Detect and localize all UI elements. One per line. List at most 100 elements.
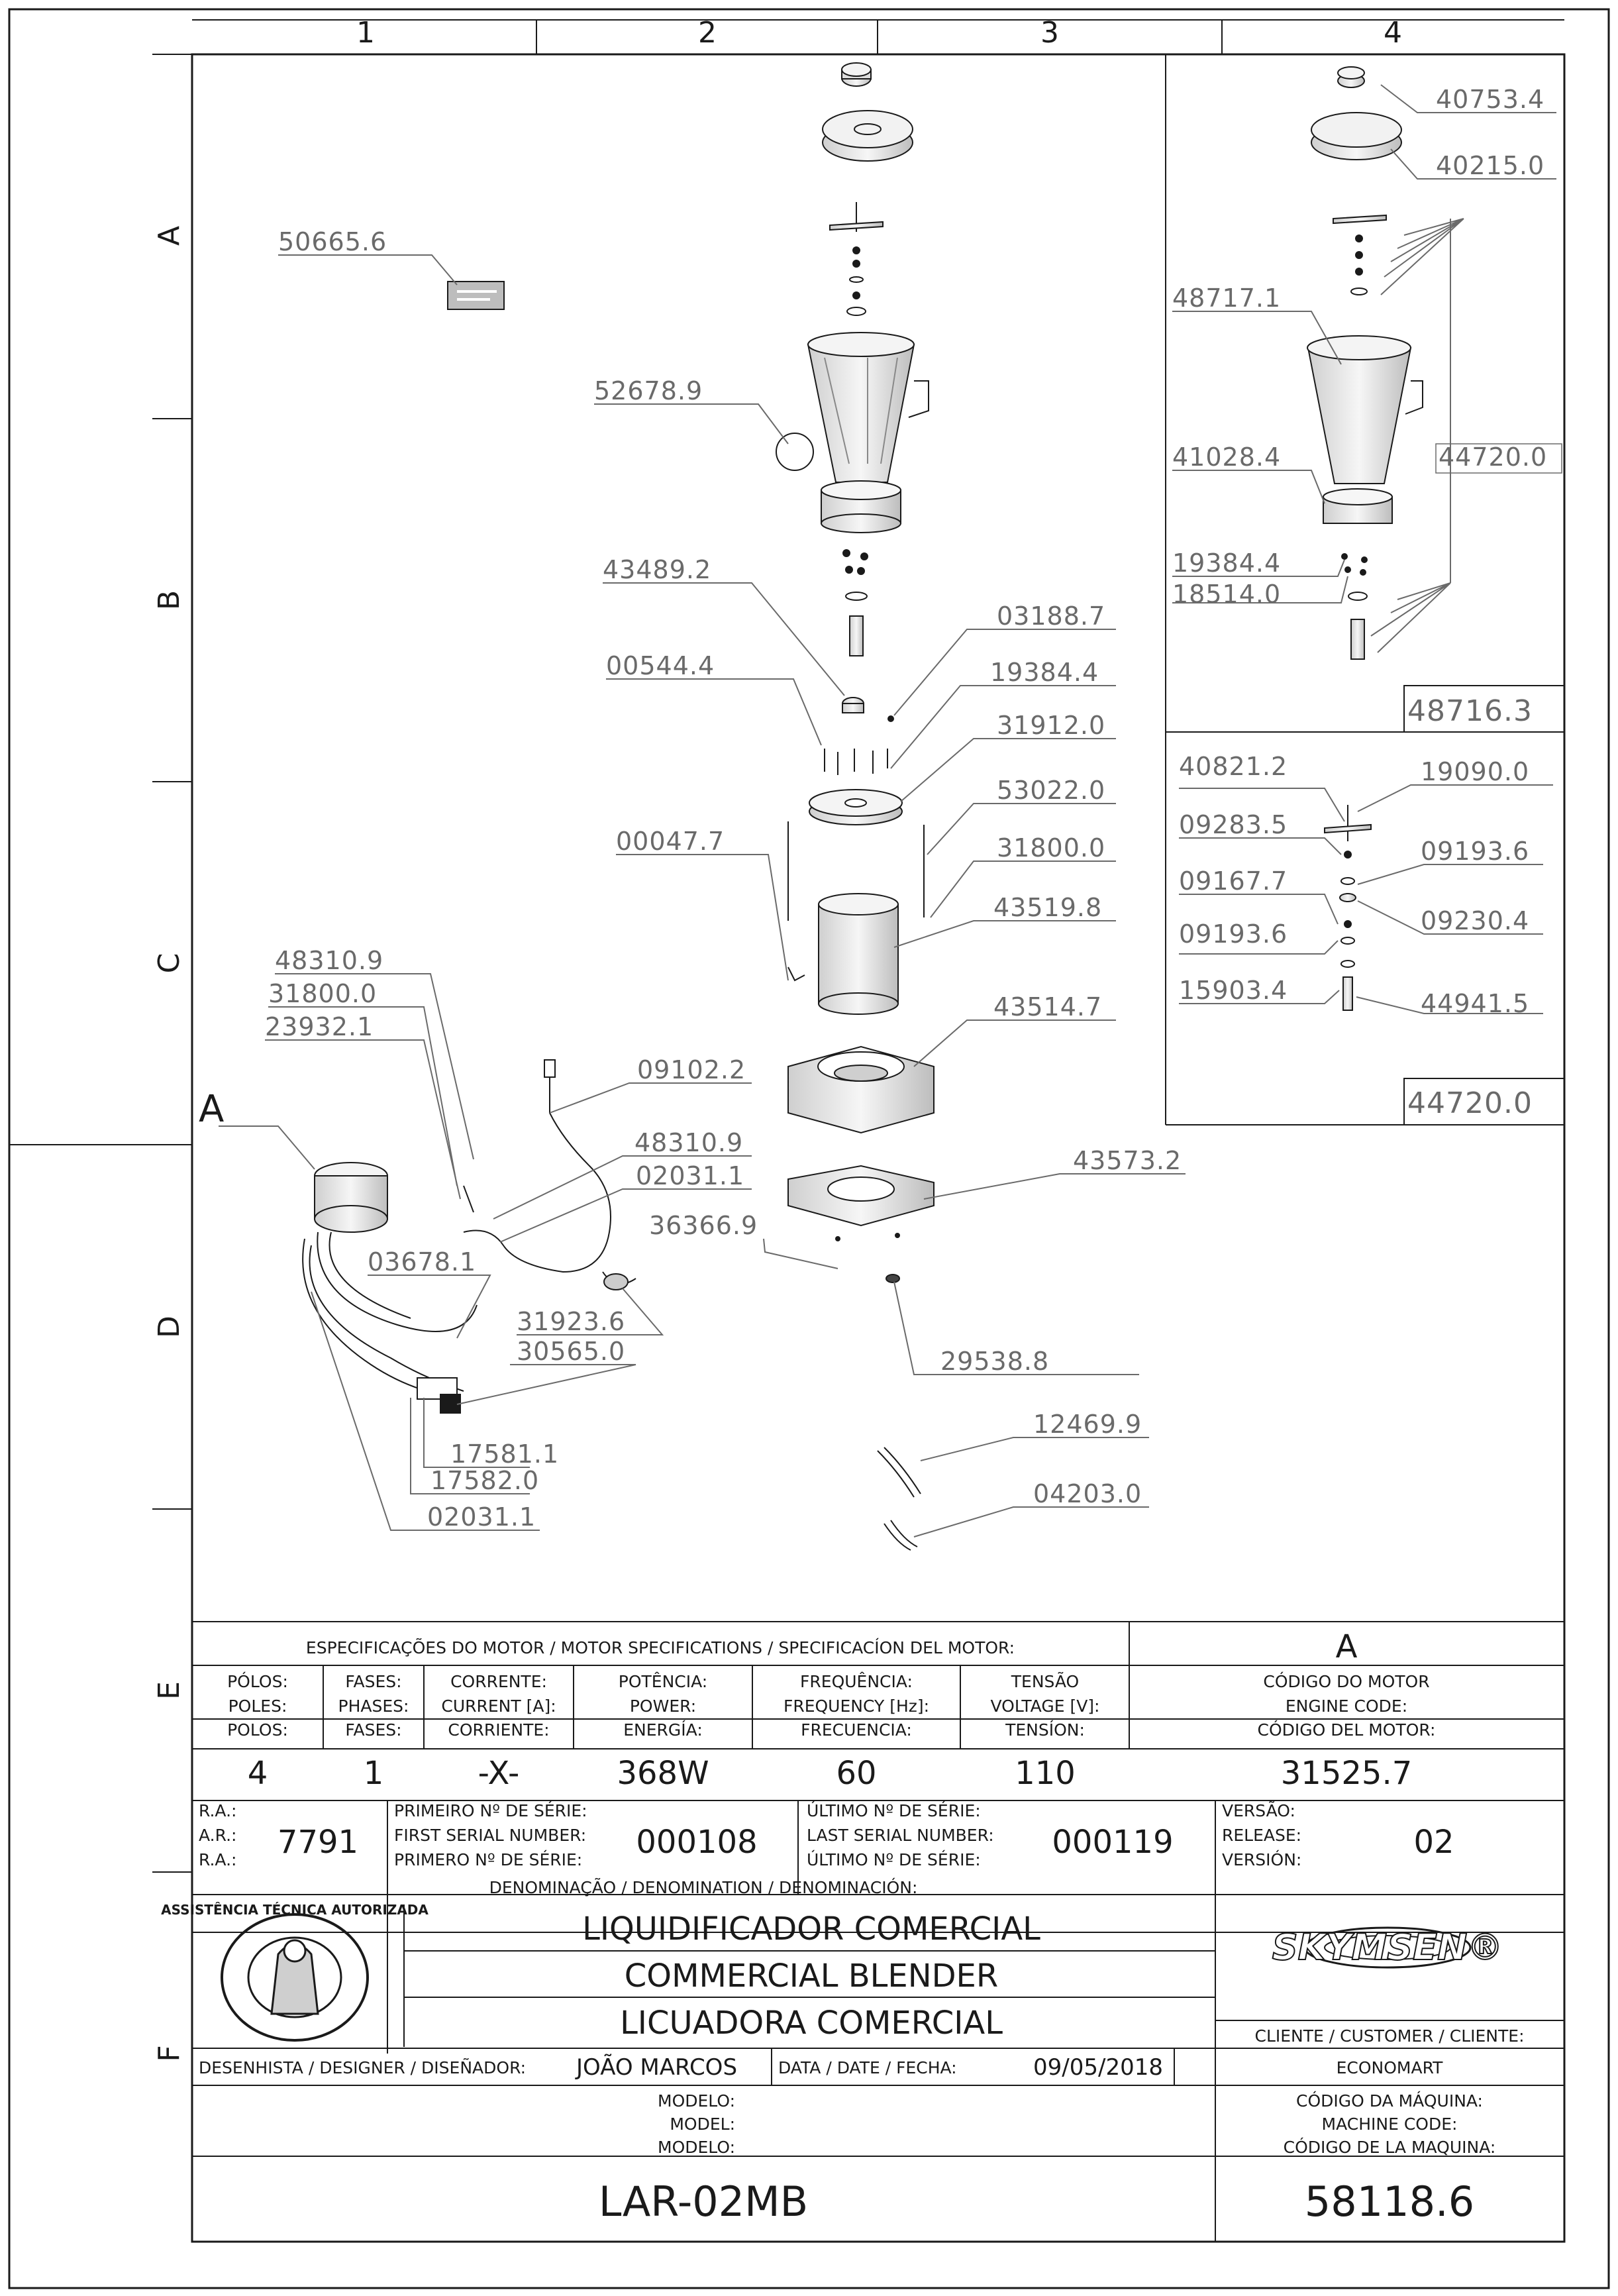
svg-text:VOLTAGE [V]:: VOLTAGE [V]: bbox=[991, 1696, 1100, 1716]
grid-column-2: 2 bbox=[698, 16, 717, 50]
denomination-label: DENOMINAÇÃO / DENOMINATION / DENOMINACIÓ… bbox=[489, 1877, 918, 1897]
part-number: 09193.6 bbox=[1179, 919, 1288, 949]
grid-row-c: C bbox=[152, 953, 186, 974]
machine-code-labels: CÓDIGO DA MÁQUINA: MACHINE CODE: CÓDIGO … bbox=[1284, 2091, 1496, 2157]
callout-leaders bbox=[219, 84, 1556, 1538]
grid-column-1: 1 bbox=[356, 16, 375, 50]
version-value: 02 bbox=[1413, 1824, 1454, 1861]
part-number: 48310.9 bbox=[634, 1128, 743, 1157]
machine-code-value: 58118.6 bbox=[1305, 2177, 1474, 2226]
part-number: 43519.8 bbox=[993, 893, 1102, 922]
svg-text:TENSÍON:: TENSÍON: bbox=[1005, 1720, 1085, 1740]
part-number: 02031.1 bbox=[427, 1502, 536, 1532]
svg-text:FASES:: FASES: bbox=[345, 1672, 401, 1691]
date-value: 09/05/2018 bbox=[1033, 2054, 1163, 2081]
detail-a-label: A bbox=[199, 1088, 224, 1131]
part-number: 29538.8 bbox=[940, 1347, 1049, 1376]
svg-text:PRIMERO Nº DE SÉRIE:: PRIMERO Nº DE SÉRIE: bbox=[394, 1850, 582, 1869]
svg-text:TENSÃO: TENSÃO bbox=[1011, 1671, 1079, 1691]
first-serial-value: 000108 bbox=[636, 1824, 757, 1861]
part-number: 44720.0 bbox=[1439, 443, 1547, 472]
part-number: 31923.6 bbox=[517, 1307, 625, 1336]
svg-text:ÚLTIMO Nº DE SÉRIE:: ÚLTIMO Nº DE SÉRIE: bbox=[807, 1800, 981, 1820]
svg-text:ÚLTIMO Nº DE SÉRIE:: ÚLTIMO Nº DE SÉRIE: bbox=[807, 1850, 981, 1869]
svg-text:LAST SERIAL NUMBER:: LAST SERIAL NUMBER: bbox=[807, 1826, 994, 1845]
client-label: CLIENTE / CUSTOMER / CLIENTE: bbox=[1254, 2026, 1524, 2046]
spec-value-phases: 1 bbox=[364, 1755, 384, 1792]
client-value: ECONOMART bbox=[1337, 2058, 1444, 2077]
svg-text:RELEASE:: RELEASE: bbox=[1222, 1826, 1301, 1845]
designer-value: JOÃO MARCOS bbox=[575, 2054, 737, 2081]
svg-text:FRECUENCIA:: FRECUENCIA: bbox=[801, 1720, 912, 1740]
part-number: 09230.4 bbox=[1421, 906, 1529, 935]
part-number: 19384.4 bbox=[1172, 548, 1281, 578]
product-name-pt: LIQUIDIFICADOR COMERCIAL bbox=[582, 1910, 1040, 1948]
part-number: 03188.7 bbox=[997, 601, 1105, 631]
svg-text:PÓLOS:: PÓLOS: bbox=[227, 1671, 288, 1691]
kit-bottom-code: 44720.0 bbox=[1407, 1086, 1533, 1120]
svg-text:CORRIENTE:: CORRIENTE: bbox=[448, 1720, 549, 1740]
motor-detail-a bbox=[302, 1162, 478, 1414]
grid-row-d: D bbox=[152, 1316, 186, 1338]
kit-bottom-callouts: 40821.2 19090.0 09283.5 09193.6 09167.7 … bbox=[1179, 752, 1533, 1120]
part-number: 15903.4 bbox=[1179, 976, 1288, 1005]
part-number: 40821.2 bbox=[1179, 752, 1288, 781]
svg-text:CORRENTE:: CORRENTE: bbox=[450, 1672, 547, 1691]
last-serial-value: 000119 bbox=[1052, 1824, 1173, 1861]
svg-text:CÓDIGO DE LA MAQUINA:: CÓDIGO DE LA MAQUINA: bbox=[1284, 2137, 1496, 2157]
main-callout-numbers: 50665.6 52678.9 43489.2 03188.7 00544.4 … bbox=[265, 227, 1181, 1532]
svg-text:ASSISTÊNCIA TÉCNICA AUTORIZADA: ASSISTÊNCIA TÉCNICA AUTORIZADA bbox=[161, 1902, 429, 1918]
part-number: 31800.0 bbox=[997, 833, 1105, 862]
model-labels: MODELO: MODEL: MODELO: bbox=[658, 2091, 735, 2157]
spec-value-poles: 4 bbox=[248, 1755, 268, 1792]
skymsen-logo: SKYMSEN® bbox=[1272, 1926, 1504, 1969]
authorized-service-stamp: ASSISTÊNCIA TÉCNICA AUTORIZADA bbox=[161, 1902, 429, 2042]
model-value: LAR-02MB bbox=[599, 2177, 808, 2226]
exploded-view-drawing bbox=[787, 62, 935, 1551]
part-number: 02031.1 bbox=[636, 1161, 744, 1190]
part-number: 00544.4 bbox=[606, 651, 715, 680]
part-number: 00047.7 bbox=[616, 827, 725, 856]
svg-text:CURRENT [A]:: CURRENT [A]: bbox=[441, 1696, 556, 1716]
spec-value-current: -X- bbox=[478, 1755, 520, 1792]
grid-column-4: 4 bbox=[1384, 16, 1402, 50]
power-cord bbox=[463, 1059, 636, 1290]
kit-bottom-code-box bbox=[1403, 1078, 1565, 1125]
svg-text:POLOS:: POLOS: bbox=[227, 1720, 288, 1740]
svg-text:CÓDIGO DA MÁQUINA:: CÓDIGO DA MÁQUINA: bbox=[1296, 2091, 1483, 2111]
part-number: 12469.9 bbox=[1033, 1410, 1142, 1439]
spec-value-engine-code: 31525.7 bbox=[1281, 1755, 1413, 1792]
grid-row-b: B bbox=[152, 590, 186, 610]
svg-text:FIRST SERIAL NUMBER:: FIRST SERIAL NUMBER: bbox=[394, 1826, 586, 1845]
svg-text:SKYMSEN®: SKYMSEN® bbox=[1272, 1926, 1503, 1968]
grid-row-f: F bbox=[152, 2045, 186, 2061]
svg-text:POLES:: POLES: bbox=[228, 1696, 287, 1716]
product-name-en: COMMERCIAL BLENDER bbox=[625, 1957, 998, 1995]
spec-value-power: 368W bbox=[617, 1755, 709, 1792]
date-label: DATA / DATE / FECHA: bbox=[778, 2058, 957, 2077]
part-number: 09102.2 bbox=[637, 1055, 746, 1084]
warning-label-part bbox=[447, 281, 505, 310]
kit-bottom-drawing bbox=[1324, 805, 1372, 1011]
serial-values: 7791 000108 000119 02 bbox=[278, 1824, 1454, 1861]
svg-text:ENERGÍA:: ENERGÍA: bbox=[623, 1720, 703, 1740]
kit-top-drawing bbox=[1307, 66, 1423, 660]
part-number: 40215.0 bbox=[1436, 151, 1544, 180]
part-number: 48717.1 bbox=[1172, 284, 1281, 313]
part-number: 09283.5 bbox=[1179, 810, 1288, 839]
part-number: 09167.7 bbox=[1179, 866, 1288, 896]
designer-label: DESENHISTA / DESIGNER / DISEÑADOR: bbox=[199, 2058, 526, 2077]
motor-spec-values: 4 1 -X- 368W 60 110 31525.7 bbox=[248, 1755, 1413, 1792]
part-number: 17581.1 bbox=[450, 1439, 559, 1469]
part-number: 48310.9 bbox=[275, 946, 383, 975]
svg-text:FREQUÊNCIA:: FREQUÊNCIA: bbox=[800, 1672, 913, 1691]
svg-text:R.A.:: R.A.: bbox=[199, 1850, 236, 1869]
svg-text:R.A.:: R.A.: bbox=[199, 1801, 236, 1820]
sheet-border bbox=[8, 8, 1610, 2289]
part-number: 40753.4 bbox=[1436, 85, 1544, 114]
grid-row-e: E bbox=[152, 1681, 186, 1700]
svg-text:FREQUENCY [Hz]:: FREQUENCY [Hz]: bbox=[784, 1696, 929, 1716]
part-number: 41028.4 bbox=[1172, 443, 1281, 472]
part-number: 23932.1 bbox=[265, 1012, 374, 1041]
part-number: 53022.0 bbox=[997, 776, 1105, 805]
